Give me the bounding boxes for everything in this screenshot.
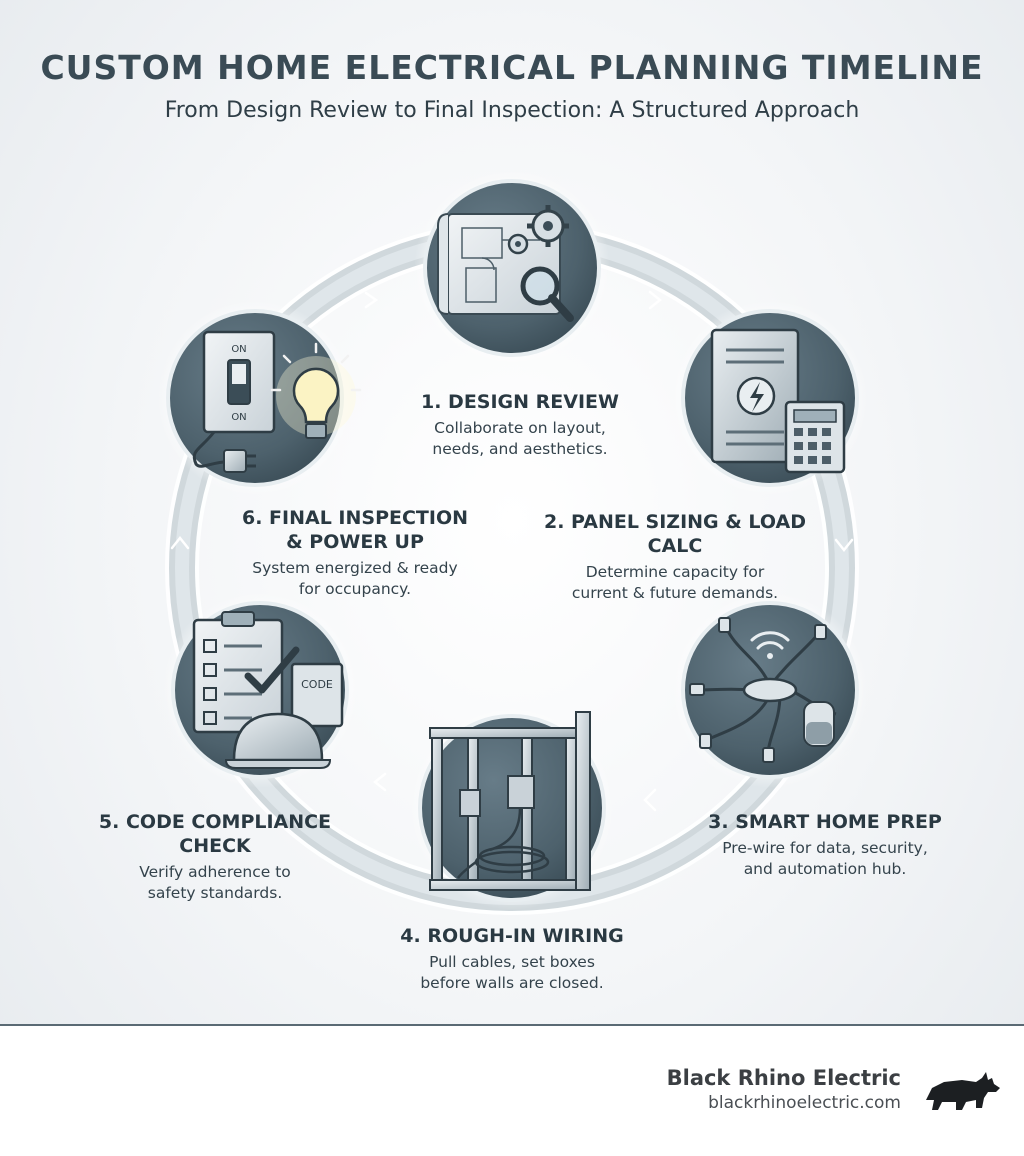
step-2-text: 2. PANEL SIZING & LOAD CALC Determine ca… [520,510,830,604]
step-3-desc-line1: Pre-wire for data, security, [722,839,928,857]
step-6-title: 6. FINAL INSPECTION & POWER UP [220,506,490,554]
step-1-desc-line1: Collaborate on layout, [434,419,606,437]
step-4-text: 4. ROUGH-IN WIRING Pull cables, set boxe… [372,924,652,994]
step-2-icon-circle [672,300,868,496]
step-1-icon-circle [414,170,610,366]
ring-arrow-icon [643,788,657,812]
brand-name: Black Rhino Electric [666,1066,901,1090]
step-6-icon-circle: ON ON [157,300,362,496]
step-5-title-line1: 5. CODE COMPLIANCE [98,811,332,833]
step-2-desc-line2: current & future demands. [571,584,779,602]
step-6-desc-line1: System energized & ready [252,559,458,577]
switch-label-bottom: ON [231,412,246,423]
step-4-title: 4. ROUGH-IN WIRING [400,925,624,947]
code-book-label: CODE [301,678,333,691]
ring-arrow-icon [648,290,663,310]
step-3-icon-circle [672,592,868,788]
step-1-title: 1. DESIGN REVIEW [421,391,619,413]
rhino-logo-icon [926,1072,1000,1110]
footer: Black Rhino Electric blackrhinoelectric.… [0,1024,1024,1156]
electrical-panel-calculator-icon [710,328,846,474]
step-3-desc-line2: and automation hub. [743,860,907,878]
switch-label-top: ON [231,344,246,355]
step-5-desc-line2: safety standards. [147,884,283,902]
step-4-icon-circle [410,706,614,910]
switch-bulb-plug-icon: ON ON [192,330,362,473]
ring-arrow-icon [364,291,379,309]
ring-arrow-icon [372,772,387,792]
ring-arrow-icon [834,538,854,553]
step-5-desc-line1: Verify adherence to [139,863,291,881]
step-5-icon-circle: CODE [162,592,358,788]
timeline-diagram: CODE ON ON [157,170,868,911]
step-1-text: 1. DESIGN REVIEW Collaborate on layout, … [380,390,660,460]
step-4-desc-line2: before walls are closed. [420,974,604,992]
step-2-desc-line1: Determine capacity for [585,563,765,581]
step-3-text: 3. SMART HOME PREP Pre-wire for data, se… [690,810,960,880]
step-6-desc-line2: for occupancy. [298,580,412,598]
step-6-title-line2: & POWER UP [286,531,424,553]
step-3-title: 3. SMART HOME PREP [708,811,942,833]
wall-framing-wiring-icon [429,711,591,891]
step-5-title: 5. CODE COMPLIANCE CHECK [80,810,350,858]
step-2-title: 2. PANEL SIZING & LOAD CALC [544,511,806,557]
step-5-title-line2: CHECK [179,835,251,857]
step-5-text: 5. CODE COMPLIANCE CHECK Verify adherenc… [80,810,350,904]
clipboard-hardhat-code-icon: CODE [192,611,344,769]
brand-url: blackrhinoelectric.com [708,1093,901,1113]
network-hub-icon [689,617,837,763]
step-6-title-line1: 6. FINAL INSPECTION [241,507,468,529]
step-6-text: 6. FINAL INSPECTION & POWER UP System en… [220,506,490,600]
page-subtitle: From Design Review to Final Inspection: … [164,98,860,123]
step-1-desc-line2: needs, and aesthetics. [432,440,608,458]
blueprint-gears-magnifier-icon [437,205,574,322]
step-4-desc-line1: Pull cables, set boxes [429,953,595,971]
page-title: CUSTOM HOME ELECTRICAL PLANNING TIMELINE [40,48,984,87]
ring-arrow-icon [170,535,190,550]
